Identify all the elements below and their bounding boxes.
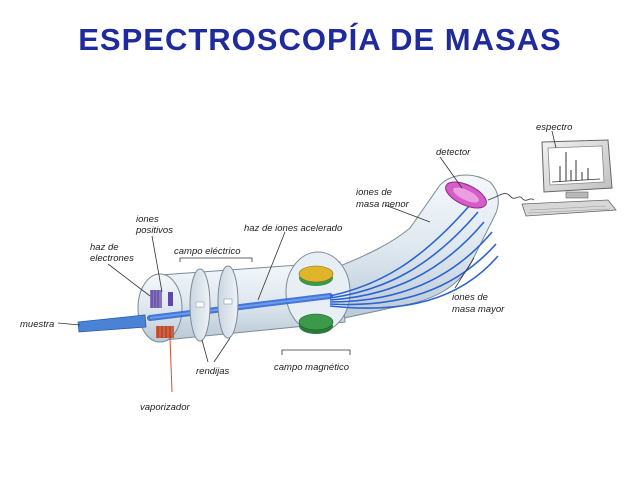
page-title: ESPECTROSCOPÍA DE MASAS bbox=[78, 22, 562, 57]
detector bbox=[445, 181, 487, 209]
vaporizer-heater bbox=[156, 326, 174, 393]
label-campo-electrico: campo eléctrico bbox=[174, 246, 241, 257]
label-iones-positivos-2: positivos bbox=[135, 225, 173, 236]
label-iones-masa-mayor-1: iones de bbox=[452, 292, 488, 303]
leader-lines bbox=[57, 130, 557, 363]
label-haz-iones: haz de iones acelerado bbox=[244, 223, 342, 234]
label-rendijas: rendijas bbox=[196, 366, 230, 377]
accelerating-plates bbox=[189, 265, 239, 342]
label-detector: detector bbox=[436, 147, 471, 158]
keyboard-icon bbox=[521, 199, 617, 217]
label-campo-magnetico: campo magnético bbox=[274, 362, 349, 373]
magnet-top bbox=[298, 265, 334, 286]
label-iones-masa-menor-2: masa menor bbox=[356, 199, 410, 210]
label-iones-masa-mayor-2: masa mayor bbox=[452, 304, 505, 315]
label-espectro: espectro bbox=[536, 122, 572, 133]
ion-beam bbox=[147, 204, 499, 321]
label-haz-electrones-2: electrones bbox=[90, 253, 134, 264]
electron-grid bbox=[150, 290, 173, 308]
computer-monitor-icon bbox=[541, 139, 613, 199]
label-muestra: muestra bbox=[20, 319, 54, 330]
sample-inlet-pipe bbox=[77, 314, 147, 333]
magnet-bottom bbox=[298, 313, 334, 334]
label-iones-masa-menor-1: iones de bbox=[356, 187, 392, 198]
label-vaporizador: vaporizador bbox=[140, 402, 190, 413]
detector-cable bbox=[487, 193, 535, 201]
label-haz-electrones-1: haz de bbox=[90, 242, 119, 253]
label-iones-positivos-1: iones bbox=[136, 214, 159, 225]
